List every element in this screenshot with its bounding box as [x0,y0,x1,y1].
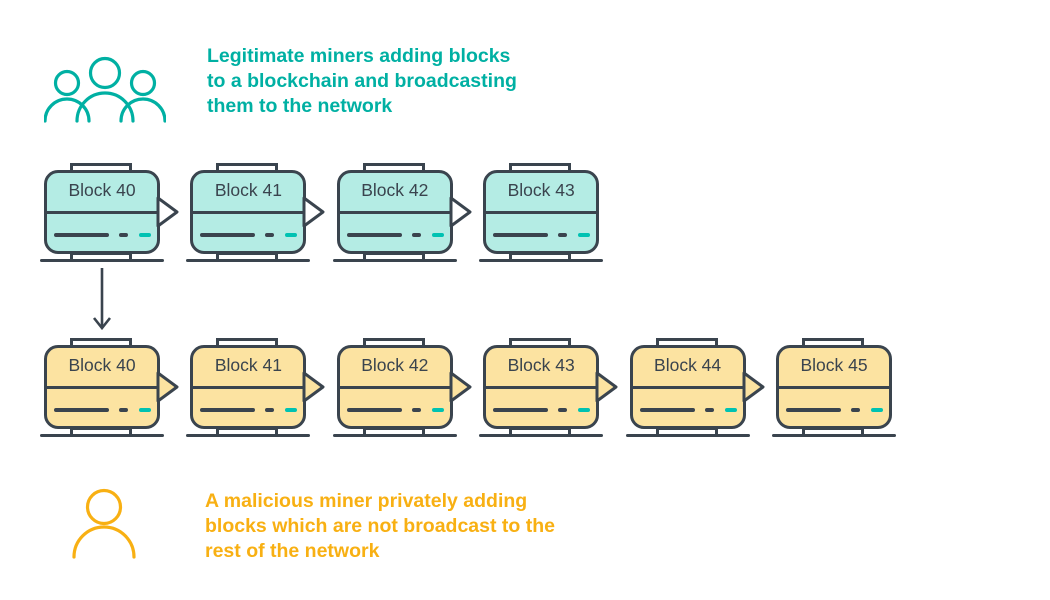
block: Block 42 [332,338,472,438]
block-label: Block 40 [68,180,136,200]
block-body: Block 42 [336,345,453,429]
block: Block 43 [479,338,618,438]
hash-dash-long-icon [346,408,402,412]
hash-dash-accent-icon [285,233,298,237]
block-label: Block 40 [68,355,136,375]
block-body: Block 40 [44,170,160,254]
hash-dash-accent-icon [431,233,444,237]
hash-dash-short-icon [411,233,421,237]
block: Block 40 [40,338,179,438]
chain-link-arrow-icon [156,196,179,228]
block-divider [339,211,450,214]
hash-dash-accent-icon [285,408,298,412]
block-divider [193,386,304,389]
block-divider [632,386,743,389]
block-label: Block 43 [507,355,575,375]
block-body: Block 43 [483,170,600,254]
chain-link-arrow-icon [156,371,179,403]
hash-dash-accent-icon [139,233,151,237]
hash-dash-accent-icon [724,408,737,412]
chain-link-arrow-icon [595,371,618,403]
block-label: Block 41 [214,355,282,375]
block-divider [47,386,157,389]
block: Block 40 [40,163,179,263]
hash-dash-short-icon [558,408,568,412]
chain-link-arrow-icon [302,371,325,403]
block-divider [486,386,597,389]
fork-down-arrow-icon [92,268,112,331]
block-label: Block 42 [361,355,429,375]
block: Block 44 [625,338,765,438]
malicious-miner-icon [72,488,136,559]
hash-dash-long-icon [200,408,256,412]
block-ground-line [40,434,164,437]
block-divider [486,211,597,214]
block: Block 41 [186,338,325,438]
block-ground-line [625,434,750,437]
block-ground-line [772,434,896,437]
block-label: Block 41 [214,180,282,200]
block-ground-line [332,259,457,262]
block-ground-line [40,259,164,262]
hash-dash-accent-icon [431,408,444,412]
chain-link-arrow-icon [449,371,472,403]
block-divider [339,386,450,389]
hash-dash-short-icon [265,408,275,412]
block-body: Block 42 [336,170,453,254]
hash-dash-short-icon [119,233,128,237]
hash-dash-short-icon [851,408,860,412]
miners-group-icon [44,56,166,123]
hash-dash-long-icon [639,408,695,412]
hash-dash-long-icon [346,233,402,237]
hash-dash-long-icon [786,408,841,412]
block-ground-line [479,259,604,262]
legend-malicious-miner-text: A malicious miner privately adding block… [205,490,555,562]
hash-dash-long-icon [54,408,109,412]
hash-dash-short-icon [558,233,568,237]
block-body: Block 44 [629,345,746,429]
block-divider [47,211,157,214]
block-divider [779,386,889,389]
block-ground-line [332,434,457,437]
block-ground-line [186,259,311,262]
hash-dash-long-icon [493,233,549,237]
hash-dash-long-icon [493,408,549,412]
chain-link-arrow-icon [302,196,325,228]
hash-dash-short-icon [411,408,421,412]
block-body: Block 41 [190,170,307,254]
hash-dash-accent-icon [139,408,151,412]
block-body: Block 45 [776,345,892,429]
hash-dash-short-icon [119,408,128,412]
block: Block 43 [479,163,604,263]
legend-legitimate-miners-text: Legitimate miners adding blocks to a blo… [207,45,517,117]
hash-dash-short-icon [704,408,714,412]
block-ground-line [479,434,604,437]
block-label: Block 45 [800,355,868,375]
hash-dash-accent-icon [871,408,883,412]
block-body: Block 43 [483,345,600,429]
block-divider [193,211,304,214]
hash-dash-long-icon [54,233,109,237]
block-label: Block 42 [361,180,429,200]
block-body: Block 40 [44,345,160,429]
block-body: Block 41 [190,345,307,429]
chain-link-arrow-icon [742,371,765,403]
block-ground-line [186,434,311,437]
block: Block 41 [186,163,325,263]
chain-link-arrow-icon [449,196,472,228]
hash-dash-accent-icon [578,233,591,237]
hash-dash-short-icon [265,233,275,237]
hash-dash-accent-icon [578,408,591,412]
block: Block 42 [332,163,472,263]
block-label: Block 44 [654,355,722,375]
block: Block 45 [772,338,896,438]
hash-dash-long-icon [200,233,256,237]
block-label: Block 43 [507,180,575,200]
